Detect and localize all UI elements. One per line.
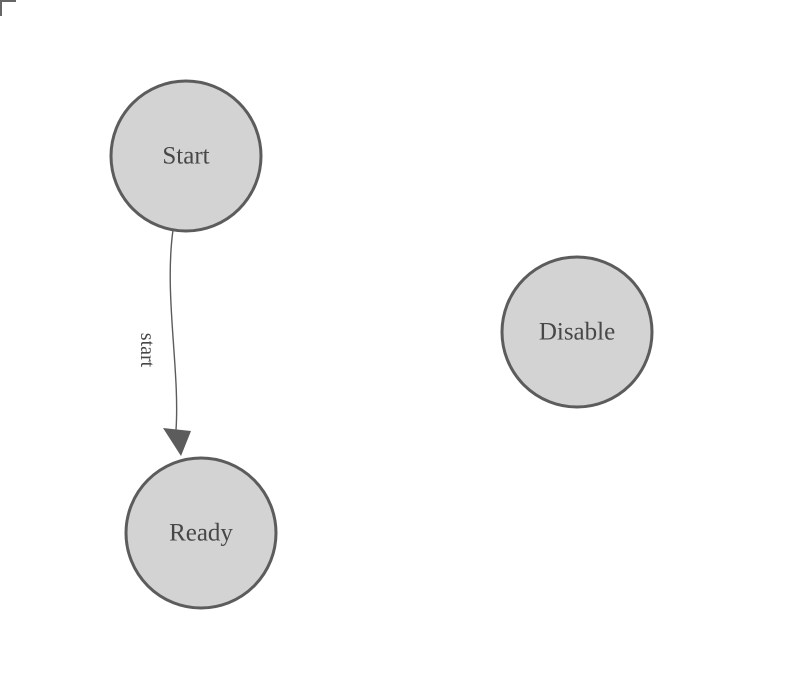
edges-layer: start xyxy=(136,229,191,456)
arrowhead-icon xyxy=(163,428,191,456)
state-label-disable: Disable xyxy=(539,319,615,346)
state-label-start: Start xyxy=(162,143,209,170)
state-node-disable[interactable]: Disable xyxy=(500,255,654,409)
edge-label[interactable]: start xyxy=(136,333,158,368)
state-circle-ready[interactable] xyxy=(124,456,278,610)
state-node-start[interactable]: Start xyxy=(109,79,263,233)
state-circle-start[interactable] xyxy=(109,79,263,233)
state-circle-disable[interactable] xyxy=(500,255,654,409)
canvas-corner-mark xyxy=(0,0,16,16)
state-node-ready[interactable]: Ready xyxy=(124,456,278,610)
state-label-ready: Ready xyxy=(169,520,233,547)
edge-curve[interactable] xyxy=(169,229,178,431)
transition-edge-start-ready[interactable]: start xyxy=(136,229,191,456)
